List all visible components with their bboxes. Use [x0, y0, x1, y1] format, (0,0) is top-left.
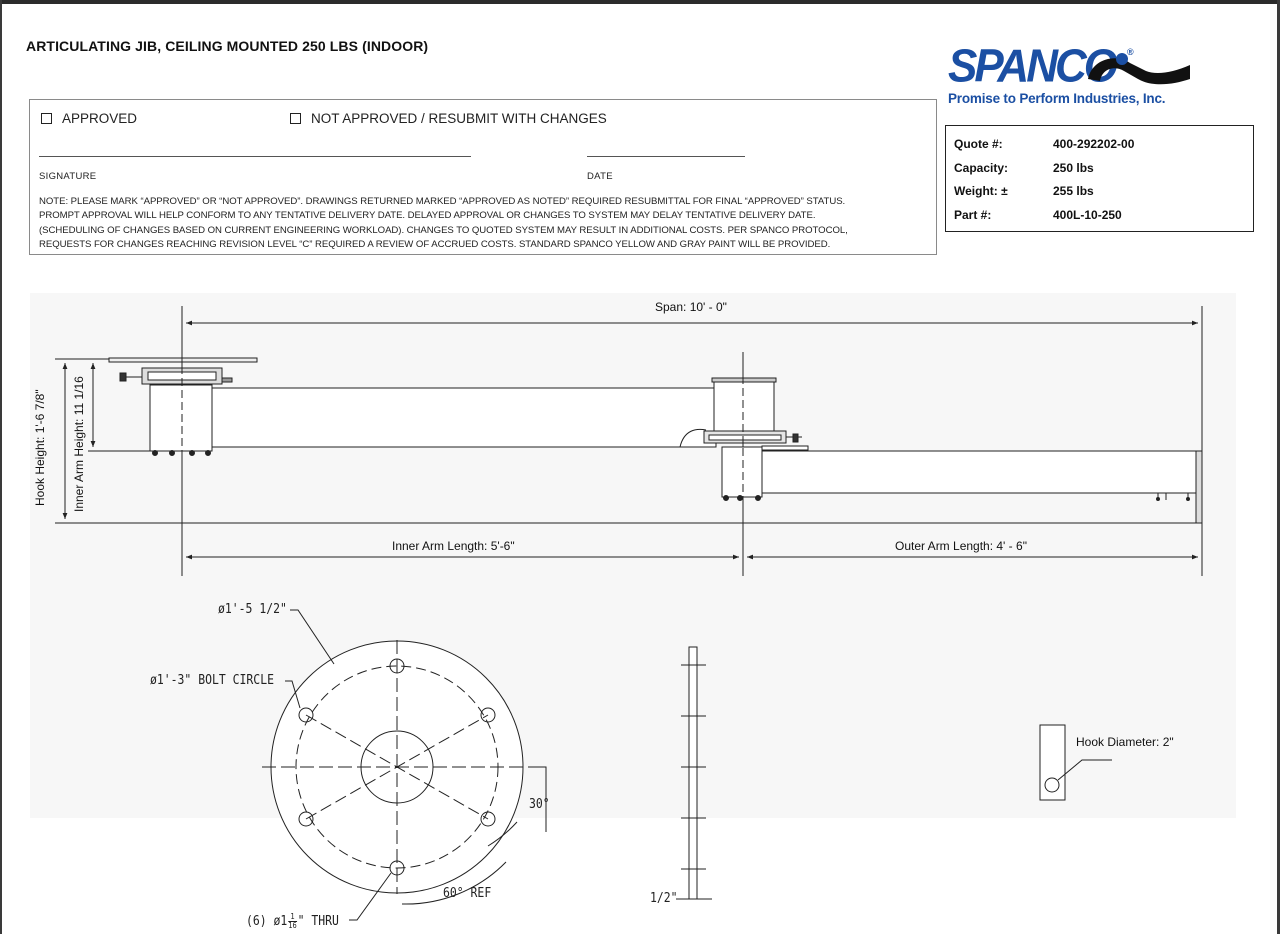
inner-arm-length-dimension: Inner Arm Length: 5'-6" — [392, 539, 515, 553]
note-line: (SCHEDULING OF CHANGES BASED ON CURRENT … — [39, 224, 848, 236]
left-border — [0, 0, 2, 934]
holes-fraction-numerator: 1 — [288, 913, 297, 922]
holes-fraction: 1 16 — [288, 913, 297, 930]
plate-thickness-label: 1/2" — [650, 891, 678, 906]
date-line[interactable] — [587, 156, 745, 157]
not-approved-label: NOT APPROVED / RESUBMIT WITH CHANGES — [311, 111, 607, 126]
capacity-label: Capacity: — [954, 161, 1009, 175]
approved-checkbox[interactable] — [41, 113, 52, 124]
signature-label: SIGNATURE — [39, 171, 97, 182]
note-line: NOTE: PLEASE MARK “APPROVED” OR “NOT APP… — [39, 196, 846, 207]
logo-tagline: Promise to Perform Industries, Inc. — [948, 91, 1166, 106]
angle-60-ref-label: 60° REF — [443, 886, 492, 901]
not-approved-option[interactable]: NOT APPROVED / RESUBMIT WITH CHANGES — [290, 111, 607, 126]
approval-box: APPROVED NOT APPROVED / RESUBMIT WITH CH… — [29, 99, 937, 255]
holes-thru-text: " THRU — [297, 914, 339, 929]
span-dimension: Span: 10' - 0" — [655, 300, 727, 314]
weight-value: 255 lbs — [1053, 184, 1094, 198]
inner-arm-height-dimension: Inner Arm Height: 11 1/16 — [72, 376, 86, 512]
angle-30-label: 30° — [529, 797, 550, 812]
outer-arm-length-dimension: Outer Arm Length: 4' - 6" — [895, 539, 1027, 553]
quote-number-value: 400-292202-00 — [1053, 137, 1135, 151]
part-number-label: Part #: — [954, 208, 992, 222]
right-border — [1277, 0, 1280, 934]
approval-note: NOTE: PLEASE MARK “APPROVED” OR “NOT APP… — [39, 195, 934, 252]
document-title: ARTICULATING JIB, CEILING MOUNTED 250 LB… — [26, 38, 429, 54]
note-line: REQUESTS FOR CHANGES REACHING REVISION L… — [39, 238, 831, 250]
not-approved-checkbox[interactable] — [290, 113, 301, 124]
holes-label: (6) ø1 1 16 " THRU — [246, 913, 339, 930]
logo-wordmark: SPANCO — [948, 40, 1118, 93]
logo-hook-icon — [1088, 53, 1190, 85]
hook-diameter-label: Hook Diameter: 2" — [1076, 735, 1174, 749]
part-number-value: 400L-10-250 — [1053, 208, 1122, 222]
approved-label: APPROVED — [62, 111, 138, 126]
capacity-value: 250 lbs — [1053, 161, 1094, 175]
holes-count-text: (6) ø1 — [246, 914, 288, 929]
date-label: DATE — [587, 171, 613, 182]
top-border — [0, 0, 1280, 4]
plate-diameter-label: ø1'-5 1/2" — [218, 602, 287, 617]
signature-line[interactable] — [39, 156, 471, 157]
logo-registered-mark: ® — [1127, 47, 1134, 57]
bolt-circle-label: ø1'-3" BOLT CIRCLE — [150, 673, 274, 688]
spanco-logo: SPANCO ® Promise to Perform Industries, … — [946, 40, 1192, 109]
note-line: PROMPT APPROVAL WILL HELP CONFORM TO ANY… — [39, 210, 816, 222]
quote-number-label: Quote #: — [954, 137, 1003, 151]
holes-fraction-denominator: 16 — [288, 921, 297, 930]
hook-height-dimension: Hook Height: 1'-6 7/8" — [33, 389, 47, 506]
quote-info-box: Quote #: 400-292202-00 Capacity: 250 lbs… — [945, 125, 1254, 232]
weight-label: Weight: ± — [954, 184, 1008, 198]
approved-option[interactable]: APPROVED — [41, 111, 137, 126]
